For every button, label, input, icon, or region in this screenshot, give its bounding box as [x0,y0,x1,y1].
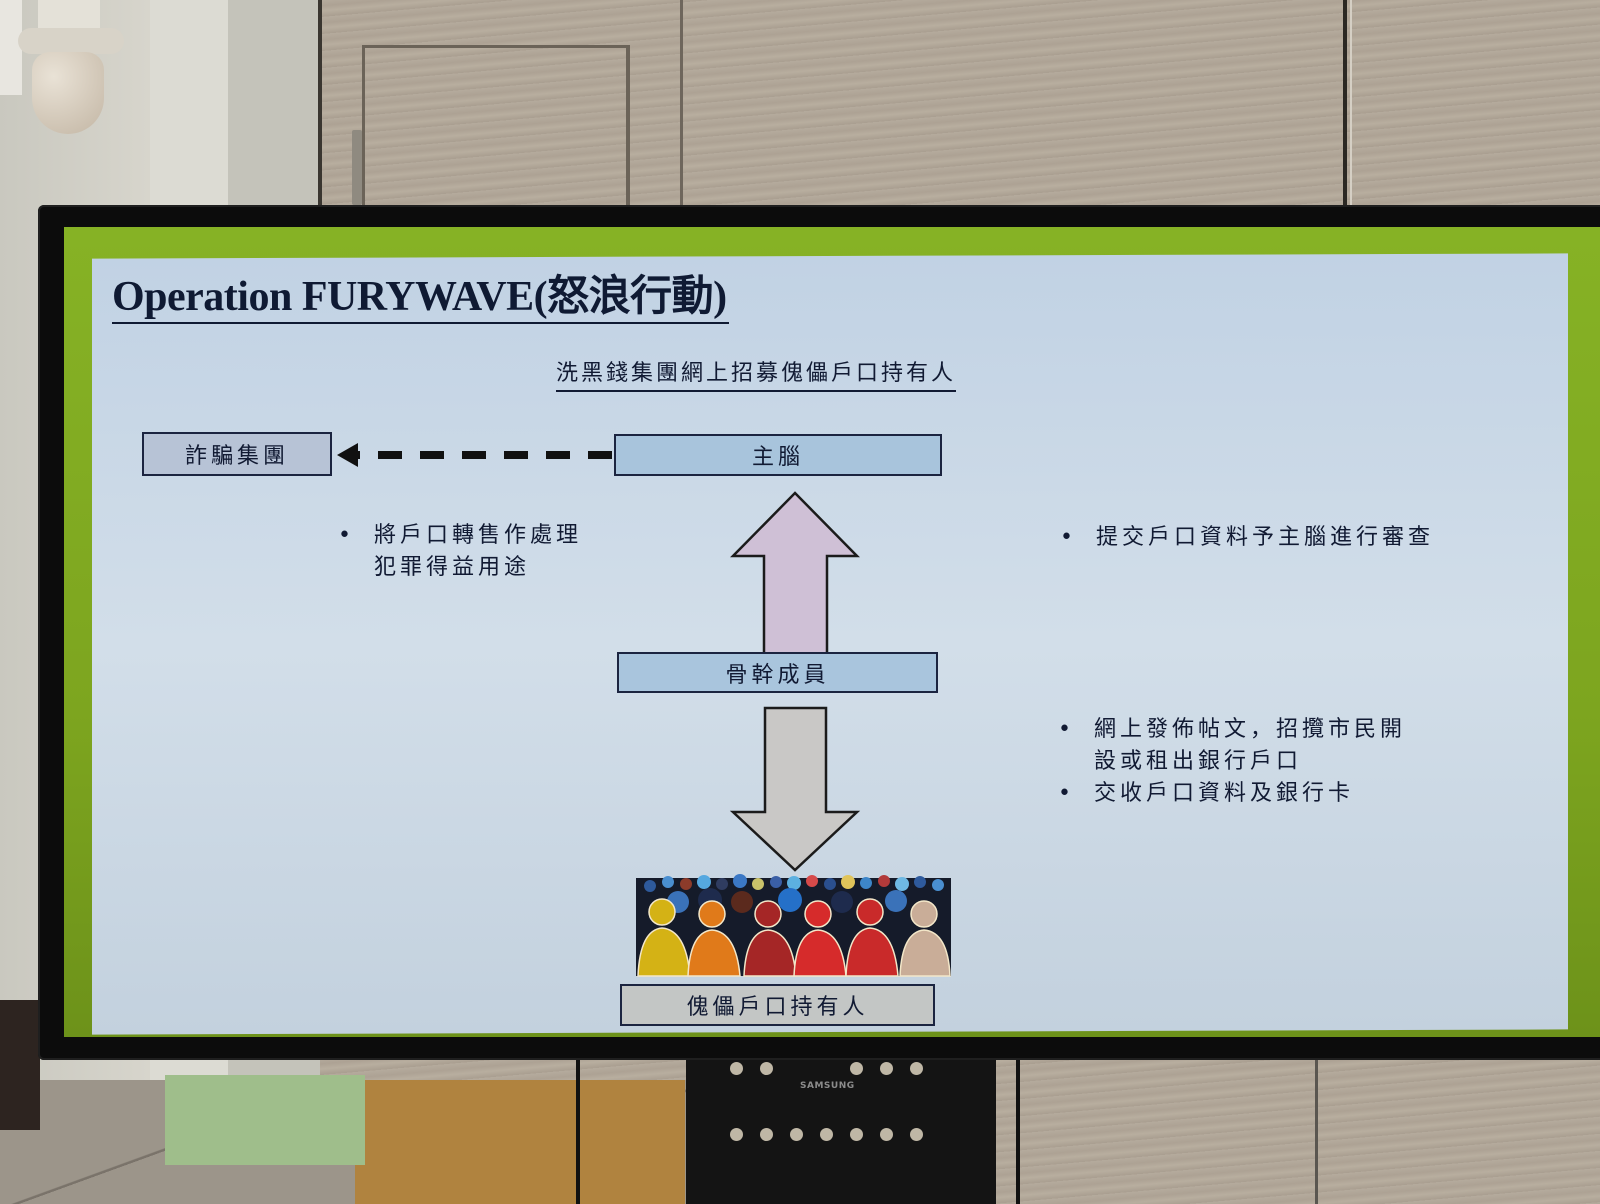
stand-screw [760,1062,773,1075]
door-inset-panel [362,45,630,215]
stand-screw [730,1128,743,1141]
monitor-stand [686,1050,996,1204]
bullet-line: 將戶口轉售作處理 [374,523,583,548]
stand-screw [910,1128,923,1141]
node-mastermind: 主腦 [614,434,942,476]
bullet-item: 網上發佈帖文，招攬市民開 設或租出銀行戶口 [1058,714,1458,778]
crowd-of-people-icon [636,874,951,977]
stand-screw [790,1128,803,1141]
stand-screw [760,1128,773,1141]
stand-screw [850,1062,863,1075]
pole [1315,1050,1318,1204]
bullet-line: 設或租出銀行戶口 [1094,749,1303,774]
bullet-item: 交收戶口資料及銀行卡 [1058,778,1458,810]
up-arrow-icon [730,491,860,659]
bullet-line: 交收戶口資料及銀行卡 [1094,781,1355,806]
pipe-elbow [32,52,104,134]
bullet-item: 將戶口轉售作處理 犯罪得益用途 [338,520,638,584]
right-notes-bottom: 網上發佈帖文，招攬市民開 設或租出銀行戶口 交收戶口資料及銀行卡 [1058,714,1458,810]
stand-screw [730,1062,743,1075]
cable [576,1050,580,1204]
planter [0,1000,40,1130]
slide-subtitle: 洗黑錢集團網上招募傀儡戶口持有人 [556,358,957,392]
bullet-line: 網上發佈帖文，招攬市民開 [1094,717,1407,742]
stand-screw [880,1128,893,1141]
pipe [38,0,100,30]
door-seam [680,0,683,210]
wooden-cabinet [355,1080,685,1204]
bullet-line: 提交戶口資料予主腦進行審查 [1096,525,1435,550]
pipe-collar [18,28,124,54]
door-seam [1343,0,1347,210]
dashed-left-arrow-icon [337,443,612,467]
brand-label: SAMSUNG [800,1081,855,1091]
stand-screw [880,1062,893,1075]
bullet-item: 提交戶口資料予主腦進行審查 [1060,522,1500,554]
door-hinge [352,130,362,205]
right-notes-top: 提交戶口資料予主腦進行審查 [1060,522,1500,554]
node-puppet-account-holders: 傀儡戶口持有人 [620,984,935,1026]
stand-screw [850,1128,863,1141]
door-frame [318,0,322,210]
stand-screw [820,1128,833,1141]
stand-screw [910,1062,923,1075]
left-notes: 將戶口轉售作處理 犯罪得益用途 [338,520,638,584]
wall-bracket [0,0,22,95]
bullet-line: 犯罪得益用途 [374,555,531,580]
slide-title: Operation FURYWAVE(怒浪行動) [112,272,729,324]
cable [1016,1050,1020,1204]
node-core-members: 骨幹成員 [617,652,938,693]
door-seam-highlight [1350,0,1352,210]
down-arrow-icon [729,706,861,872]
green-box [165,1075,365,1165]
node-scam-syndicate: 詐騙集團 [142,432,332,476]
